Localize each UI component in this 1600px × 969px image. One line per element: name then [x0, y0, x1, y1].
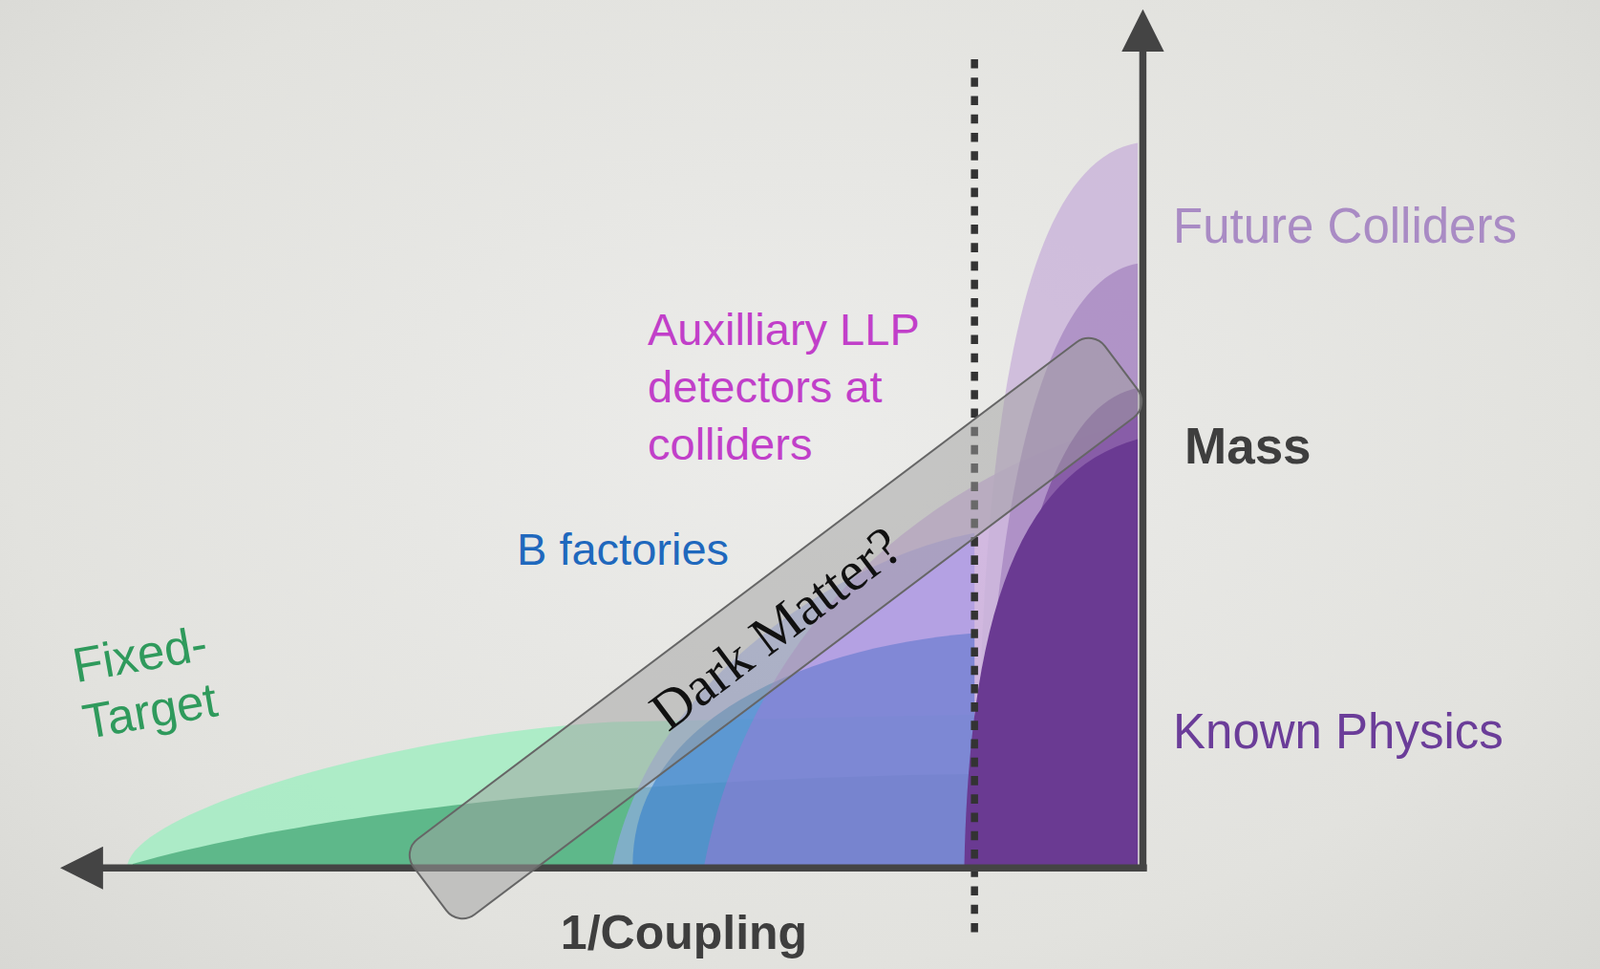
coupling-axis	[81, 863, 1147, 871]
axis-label: Mass	[1184, 416, 1312, 475]
mass-axis	[1139, 30, 1147, 870]
axis-label: Known Physics	[1173, 703, 1504, 760]
axis-label: Future Colliders	[1173, 197, 1517, 255]
axis-label: Fixed-Target	[68, 604, 278, 751]
axis-label: Auxilliary LLP detectors at colliders	[647, 300, 973, 473]
axis-label: 1/Coupling	[560, 905, 808, 960]
axis-label: B factories	[516, 523, 729, 576]
